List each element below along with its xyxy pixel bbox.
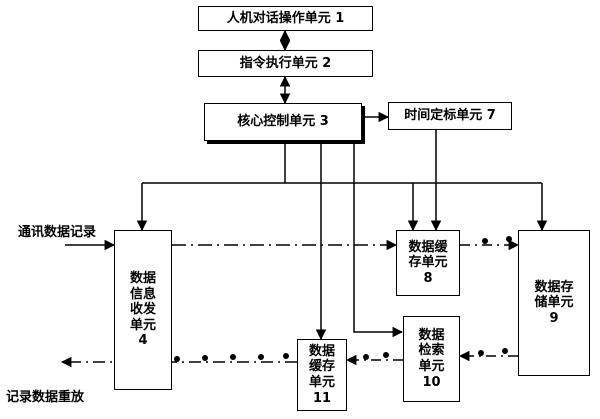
unit-4-data-transceiver: 数据 信息 收发 单元 4 xyxy=(114,230,172,390)
flow-dot xyxy=(230,354,236,360)
unit-11-data-buffer: 数据 缓存 单元 11 xyxy=(297,339,347,411)
unit-3-core-control: 核心控制单元 3 xyxy=(204,103,362,141)
link-u3-u10 xyxy=(353,141,404,338)
flow-dot xyxy=(502,348,508,354)
unit-2-instruction-exec: 指令执行单元 2 xyxy=(198,50,373,77)
flow-dot xyxy=(506,236,512,242)
output-label: 记录数据重放 xyxy=(6,390,85,405)
flow-dot xyxy=(283,353,289,359)
flow-dot xyxy=(383,352,389,358)
unit-8-data-buffer: 数据缓 存单元 8 xyxy=(396,230,460,296)
flow-dot xyxy=(478,350,484,356)
unit-1-human-dialog: 人机对话操作单元 1 xyxy=(198,6,373,31)
flow-dot xyxy=(363,354,369,360)
flow-dot xyxy=(174,356,180,362)
unit-7-time-calibration: 时间定标单元 7 xyxy=(388,102,512,130)
input-label: 通讯数据记录 xyxy=(18,225,97,240)
unit-10-data-retrieval: 数据 检索 单元 10 xyxy=(403,316,460,402)
flow-dot xyxy=(202,355,208,361)
flow-dot xyxy=(258,354,264,360)
unit-9-data-storage: 数据存 储单元 9 xyxy=(518,230,590,376)
flow-dot xyxy=(482,238,488,244)
